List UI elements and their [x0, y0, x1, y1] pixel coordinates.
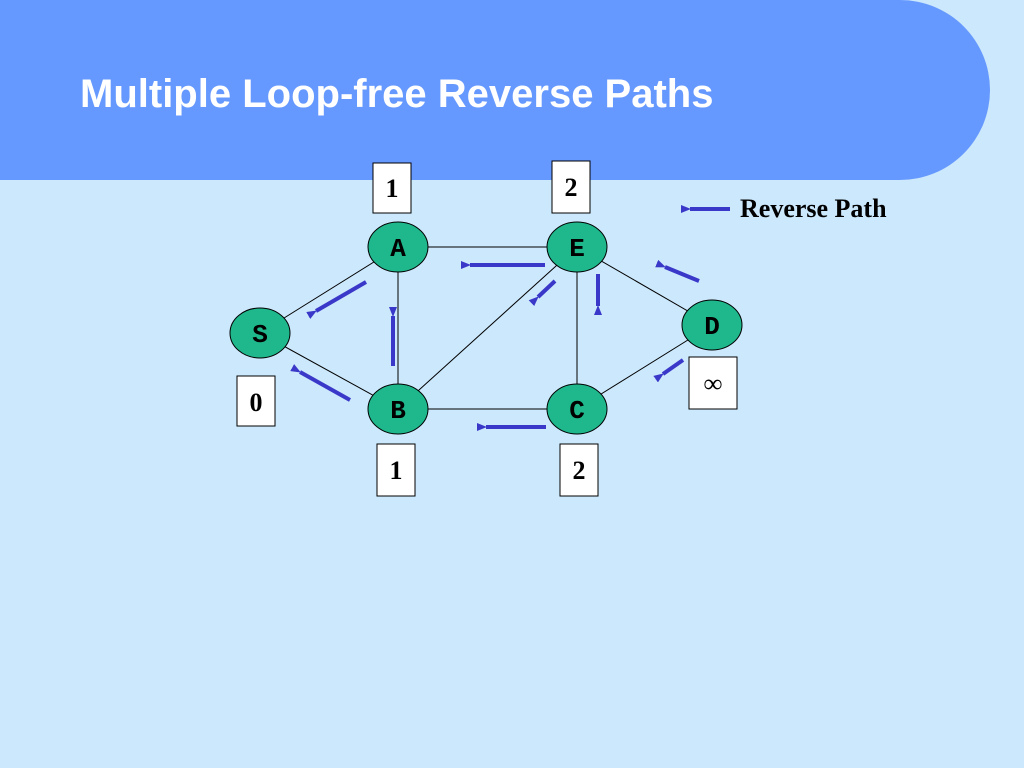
title-banner [0, 0, 990, 180]
edge-b-e [397, 246, 578, 410]
node-a: A [367, 221, 429, 273]
distance-box-a: 1 [372, 162, 412, 214]
distance-value-c: 2 [573, 456, 586, 485]
node-b-label: B [390, 396, 406, 426]
node-s-label: S [252, 320, 268, 350]
node-a-label: A [390, 234, 406, 264]
reverse-arrow-d-e [655, 259, 700, 283]
reverse-arrow-b-s [290, 364, 351, 402]
node-c-label: C [569, 396, 585, 426]
distance-box-e: 2 [551, 160, 591, 214]
distance-box-c: 2 [559, 443, 599, 497]
distance-box-b: 1 [376, 443, 416, 497]
distance-value-b: 1 [390, 456, 403, 485]
legend-label: Reverse Path [740, 194, 887, 223]
reverse-path-arrows [290, 259, 700, 431]
distance-box-d: ∞ [688, 356, 738, 410]
node-d: D [681, 299, 743, 351]
reverse-arrow-a-s [306, 280, 368, 319]
distance-value-e: 2 [565, 173, 578, 202]
distance-value-s: 0 [250, 388, 263, 417]
slide-title: Multiple Loop-free Reverse Paths [80, 72, 714, 116]
node-c: C [546, 383, 608, 435]
reverse-arrow-e-b [528, 279, 557, 307]
edges [259, 246, 713, 410]
legend: Reverse Path [681, 194, 887, 223]
distance-value-a: 1 [386, 174, 399, 203]
reverse-arrow-d-c [653, 358, 685, 383]
node-b: B [367, 383, 429, 435]
distance-box-s: 0 [236, 375, 276, 427]
node-d-label: D [704, 312, 720, 342]
node-e-label: E [569, 234, 585, 264]
node-s: S [229, 307, 291, 359]
distance-value-d: ∞ [704, 369, 723, 398]
node-e: E [546, 221, 608, 273]
